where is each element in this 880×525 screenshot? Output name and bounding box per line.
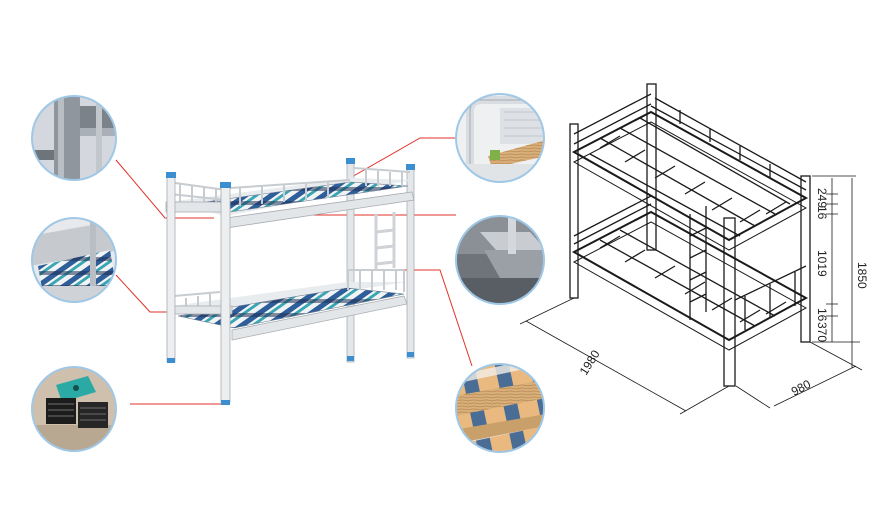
dim-bottom-clearance: 370 [815, 322, 829, 342]
dim-top-guard: 249 [815, 188, 829, 208]
detail-circle-frame-joint [31, 95, 117, 181]
dim-width: 980 [789, 377, 814, 399]
bunk-bed-render [165, 158, 415, 405]
dim-total-height: 1850 [855, 262, 869, 289]
dim-upper-frame: 16 [815, 206, 829, 220]
dimension-labels: 249 16 1019 16 370 1850 1980 980 [577, 188, 869, 399]
detail-circle-foot-cap [31, 366, 117, 452]
detail-circle-mattress-corner [31, 217, 117, 303]
callout-line-joint [115, 159, 214, 219]
detail-circle-ladder-bracket [455, 215, 545, 305]
technical-drawing [519, 83, 863, 415]
dim-lower-frame: 16 [815, 308, 829, 322]
detail-circle-guardrail [455, 93, 545, 183]
callout-line-guardrail [349, 137, 456, 179]
dim-middle-gap: 1019 [815, 250, 829, 277]
detail-circle-mattress-slat [455, 363, 545, 453]
